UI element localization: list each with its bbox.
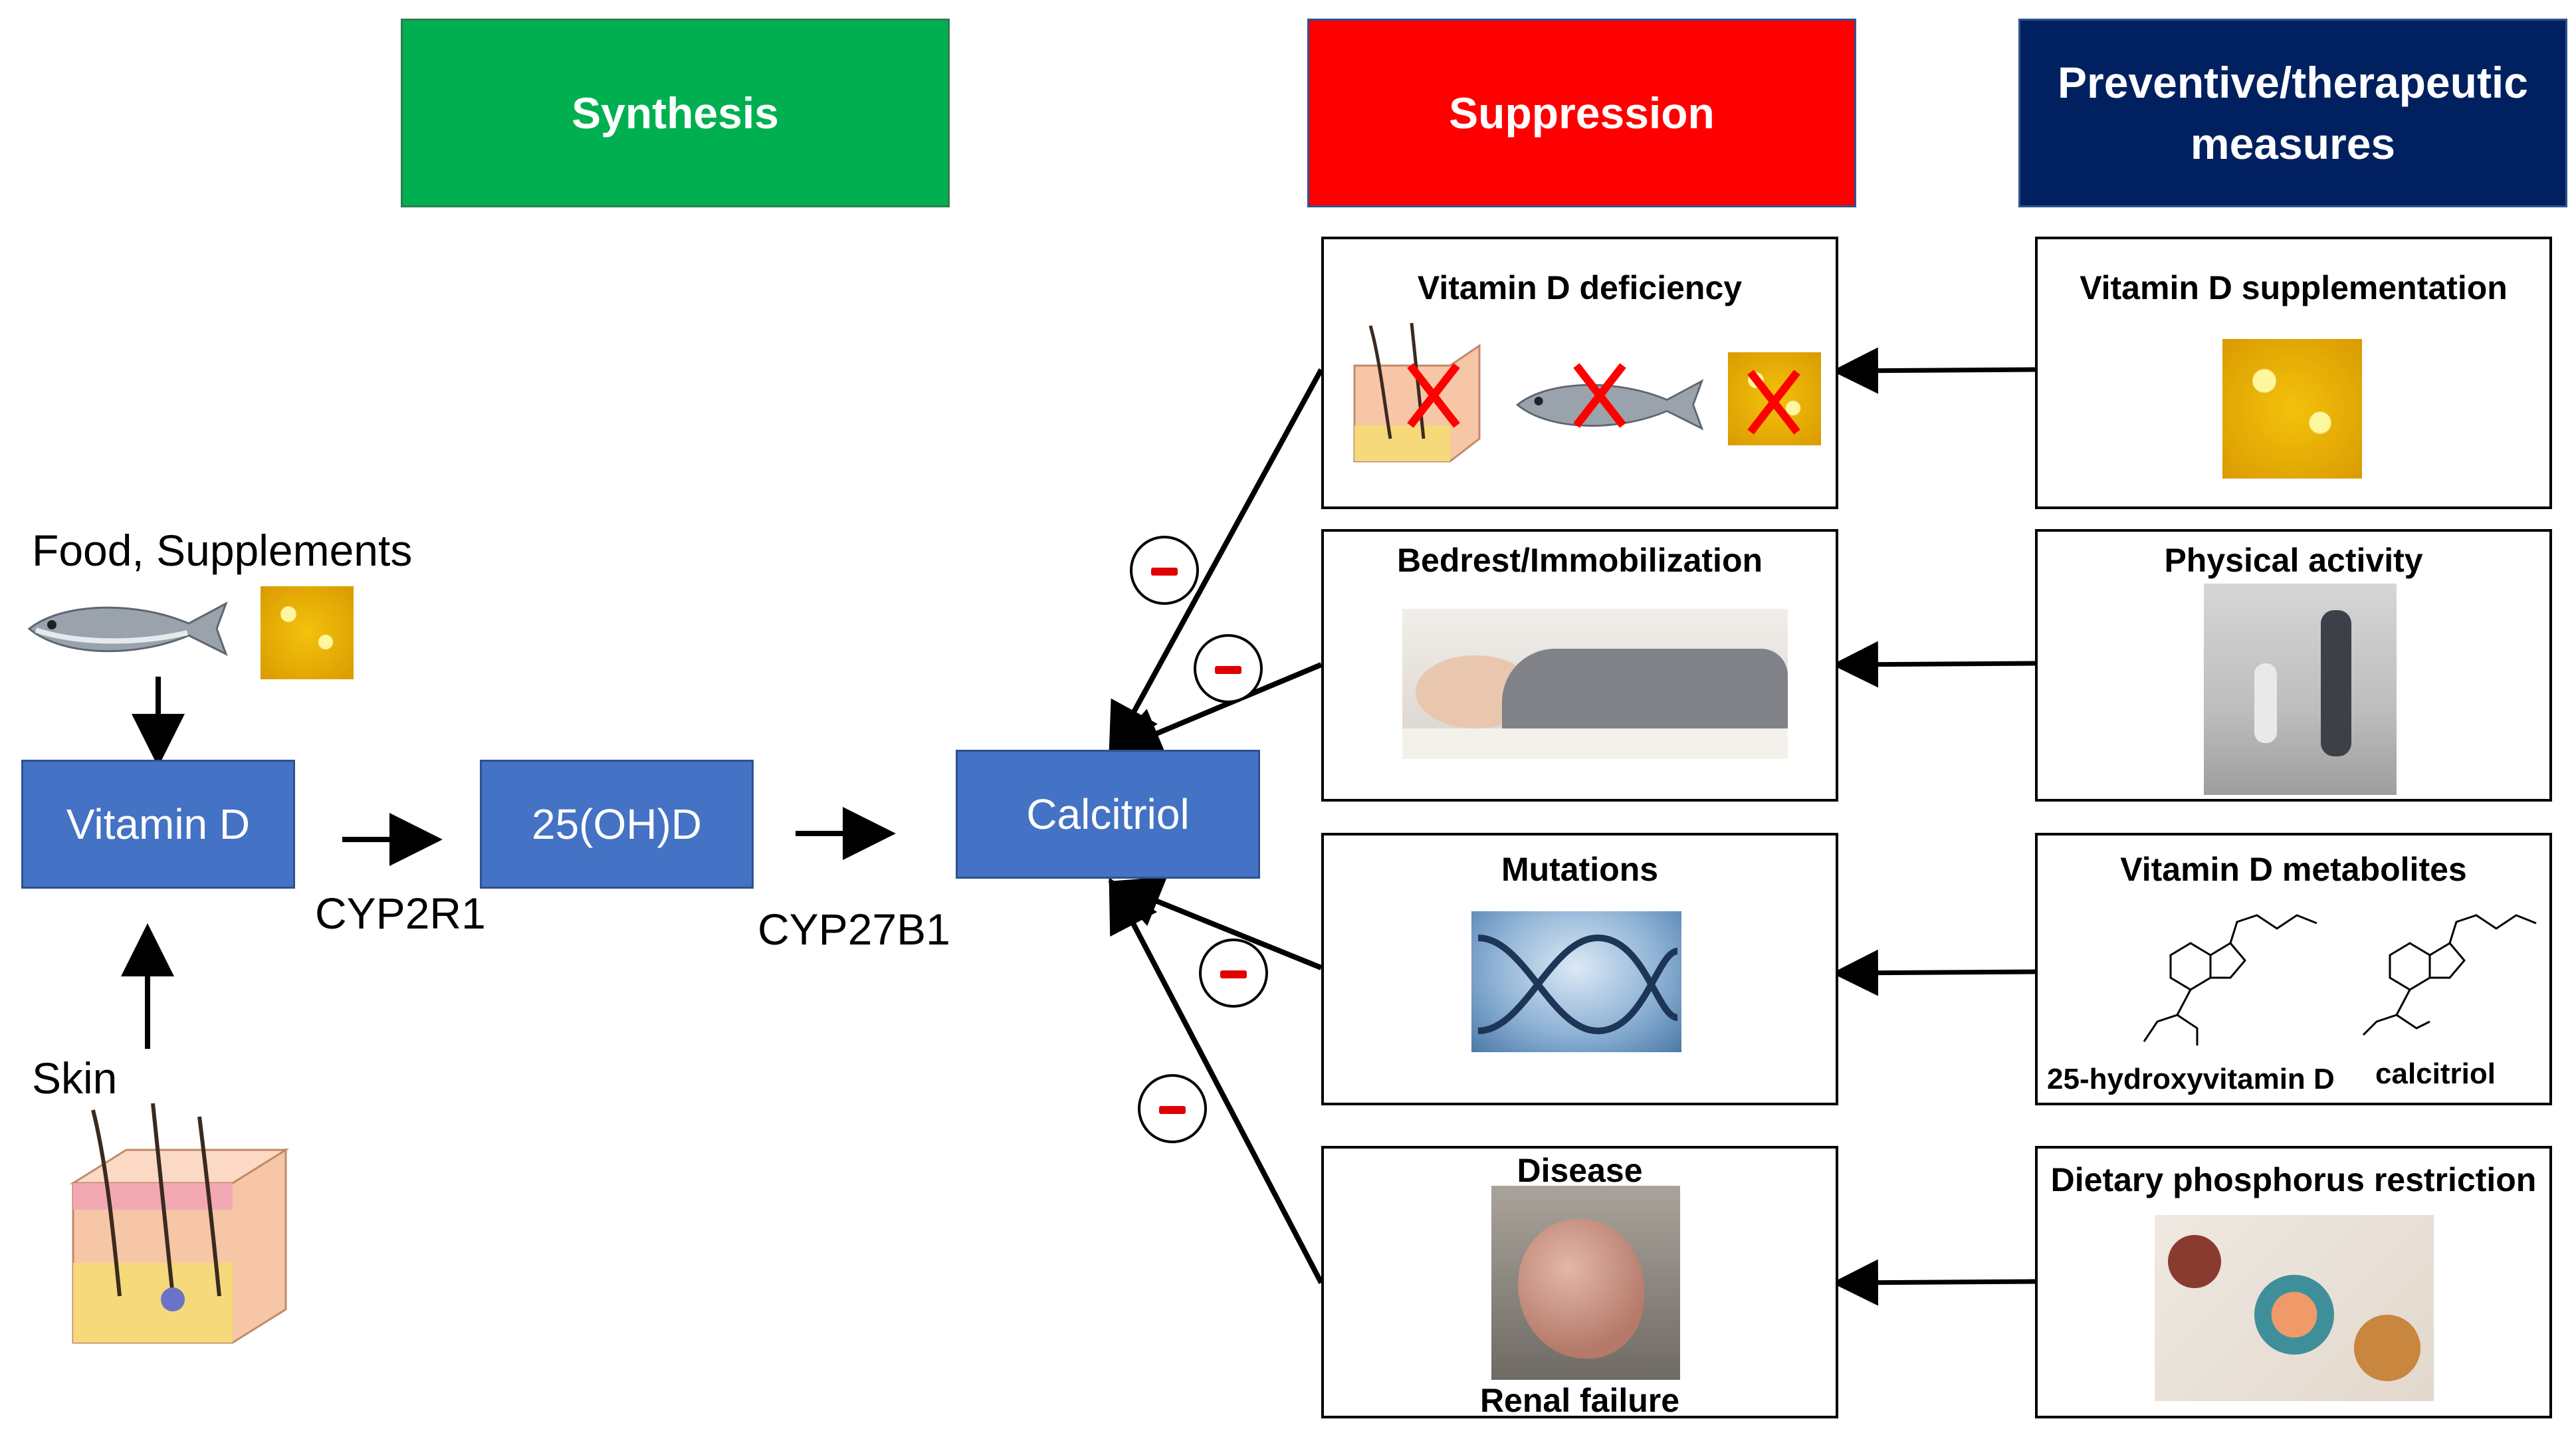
arrow-bedrest-to-calcitriol: [1108, 662, 1323, 758]
supplement-capsules-icon: [2222, 339, 2362, 479]
arrow-metabolites-to-mutations: [1832, 949, 2036, 996]
25ohd-label: 25(OH)D: [531, 800, 702, 848]
preventive-header: Preventive/therapeutic measures: [2018, 19, 2567, 207]
supplement-capsules-icon: [261, 586, 354, 679]
molecule-label-calcitriol: calcitriol: [2375, 1057, 2496, 1090]
cross-mark-icon: [1573, 363, 1626, 428]
molecule-25-hydroxyvitamin-d-icon: [2143, 914, 2317, 1046]
molecule-calcitriol-icon: [2362, 914, 2537, 1036]
food-spread-photo: [2155, 1215, 2434, 1401]
kidney-image: [1491, 1186, 1680, 1380]
dna-icon: [1477, 934, 1679, 1035]
jump-rope-photo: [2204, 584, 2397, 795]
preventive-header-line1: Preventive/therapeutic: [2058, 58, 2528, 107]
panel-physical-activity: Physical activity: [2035, 529, 2552, 802]
vitamin-d-label: Vitamin D: [66, 800, 251, 848]
activity-title: Physical activity: [2164, 542, 2423, 579]
supplementation-title: Vitamin D supplementation: [2080, 269, 2508, 306]
calcitriol-label: Calcitriol: [1026, 790, 1190, 838]
phosphorus-title: Dietary phosphorus restriction: [2050, 1161, 2537, 1198]
renal-failure-label: Renal failure: [1479, 1382, 1680, 1419]
disease-title: Disease: [1517, 1152, 1643, 1189]
dna-helix-image: [1471, 911, 1681, 1052]
inhibition-minus-2: [1194, 634, 1263, 703]
panel-phosphorus-restriction: Dietary phosphorus restriction: [2035, 1146, 2552, 1418]
cross-mark-icon: [1747, 370, 1800, 435]
panel-mutations: Mutations: [1321, 833, 1838, 1105]
panel-vitamin-d-deficiency: Vitamin D deficiency: [1321, 237, 1838, 509]
arrow-deficiency-to-calcitriol: [1109, 368, 1324, 758]
panel-metabolites: Vitamin D metabolites 25-hydroxyvitamin …: [2035, 833, 2552, 1105]
molecule-label-25-hydroxyvitamin-d: 25-hydroxyvitamin D: [2047, 1063, 2335, 1095]
enzyme-cyp27b1: CYP27B1: [758, 905, 950, 954]
synthesis-header-label: Synthesis: [572, 88, 779, 138]
suppression-header-label: Suppression: [1449, 88, 1715, 138]
bedrest-title: Bedrest/Immobilization: [1396, 542, 1763, 579]
fish-icon: [27, 601, 228, 657]
preventive-header-line2: measures: [2190, 119, 2396, 168]
arrow-supplementation-to-deficiency: [1832, 347, 2036, 394]
inhibition-minus-4: [1138, 1074, 1207, 1143]
vitamin-d-box: Vitamin D: [21, 760, 295, 889]
calcitriol-box: Calcitriol: [956, 750, 1260, 879]
arrow-disease-to-calcitriol: [1109, 877, 1324, 1284]
panel-disease: Disease Renal failure: [1321, 1146, 1838, 1419]
inhibition-minus-1: [1130, 536, 1199, 605]
sleeping-person-photo: [1402, 609, 1788, 759]
skin-label: Skin: [32, 1053, 118, 1103]
enzyme-cyp2r1: CYP2R1: [315, 889, 486, 938]
arrow-activity-to-bedrest: [1832, 641, 2036, 688]
25ohd-box: 25(OH)D: [480, 760, 754, 889]
panel-bedrest: Bedrest/Immobilization: [1321, 529, 1838, 802]
cross-mark-icon: [1407, 363, 1460, 428]
synthesis-header: Synthesis: [401, 19, 950, 207]
mutations-title: Mutations: [1501, 851, 1659, 888]
panel-supplementation: Vitamin D supplementation: [2035, 237, 2552, 509]
arrow-phosphorus-to-disease: [1832, 1259, 2036, 1306]
inhibition-minus-3: [1199, 939, 1268, 1008]
deficiency-title: Vitamin D deficiency: [1417, 269, 1743, 306]
suppression-header: Suppression: [1307, 19, 1856, 207]
metabolites-title: Vitamin D metabolites: [2120, 851, 2467, 888]
skin-icon: [69, 1103, 290, 1344]
food-label: Food, Supplements: [32, 526, 413, 575]
